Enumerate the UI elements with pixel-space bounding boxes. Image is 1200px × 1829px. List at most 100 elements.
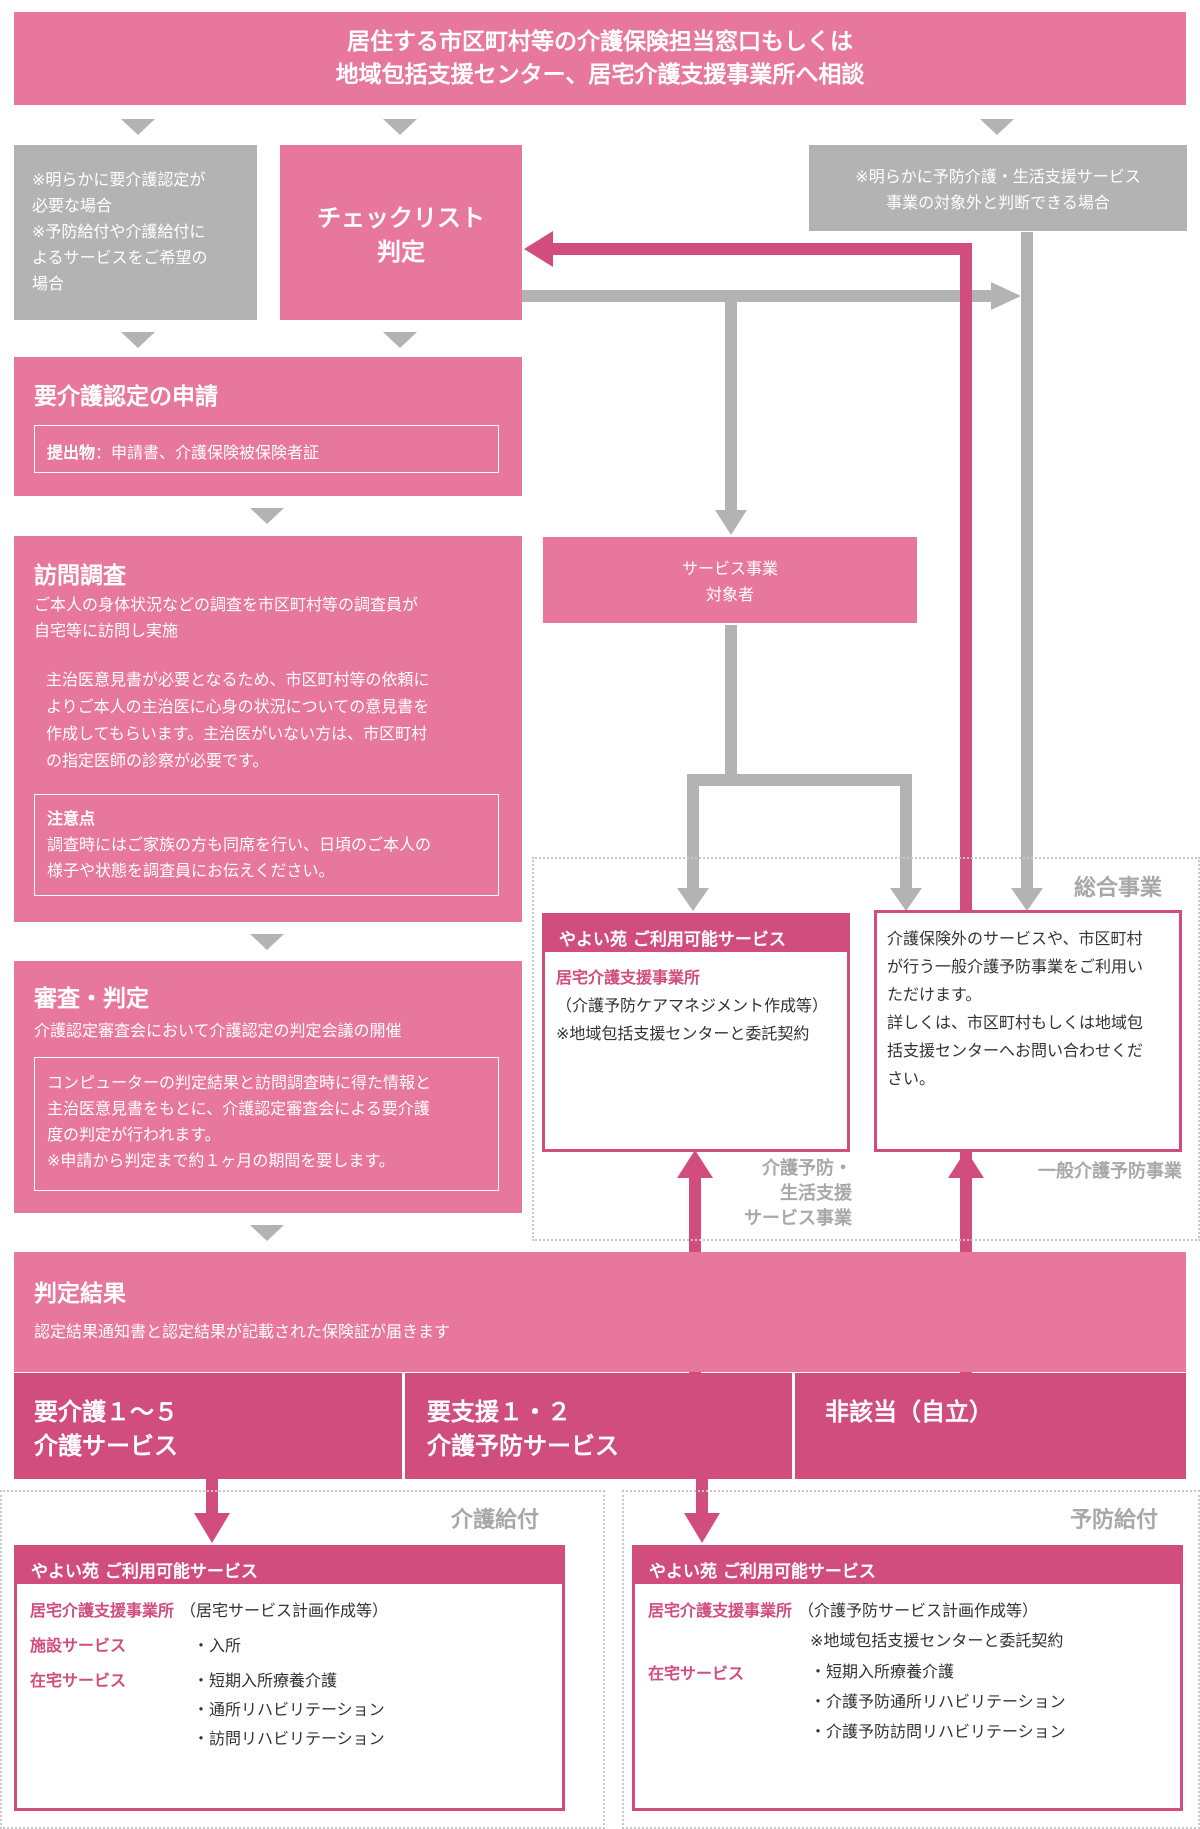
service-target-box: サービス事業 対象者 [543,537,917,623]
mid-caption-line: 介護予防・ [762,1158,852,1179]
care-home-item: ・訪問リハビリテーション [193,1729,385,1748]
general-line: 括支援センターへお問い合わせくだ [887,1041,1144,1060]
gray-right-note: ※明らかに予防介護・生活支援サービス 事業の対象外と判断できる場合 [809,145,1187,231]
down-arrow [121,119,155,135]
visit-desc-line: 自宅等に訪問し実施 [34,621,179,640]
visit-doctor-note: 主治医意見書が必要となるため、市区町村等の依頼に よりご本人の主治医に心身の状況… [46,666,430,774]
down-arrow [383,332,417,348]
support-level-box: 要支援１・２ 介護予防サービス [405,1373,792,1479]
top-banner-line1: 居住する市区町村等の介護保険担当窓口もしくは [347,29,853,55]
yayoi-mid-office: 居宅介護支援事業所 [556,968,701,987]
care-office-row: 居宅介護支援事業所 （居宅サービス計画作成等） [30,1597,388,1621]
independent-label: 非該当（自立） [825,1398,993,1426]
prevent-office: 居宅介護支援事業所 [648,1601,793,1620]
service-target-line2: 対象者 [705,585,754,604]
doctor-line: の指定医師の診察が必要です。 [46,751,269,770]
care-office: 居宅介護支援事業所 [30,1601,175,1620]
caution-line: 様子や状態を調査員にお伝えください。 [47,861,335,880]
visit-title: 訪問調査 [34,563,126,589]
arrowhead [677,888,709,911]
doctor-line: よりご本人の主治医に心身の状況についての意見書を [46,697,430,716]
arrowhead [890,888,922,911]
submit-label: 提出物 [47,443,96,462]
prevent-home-item: ・介護予防訪問リハビリテーション [810,1722,1066,1741]
review-detail-line: ※申請から判定まで約１ヶ月の期間を要します。 [47,1151,395,1170]
prevent-benefit-label: 予防給付 [1070,1508,1159,1533]
general-line: 詳しくは、市区町村もしくは地域包 [887,1013,1144,1032]
service-target-line1: サービス事業 [681,559,778,578]
arrowhead [677,1150,713,1178]
care-facility-item: ・入所 [193,1636,242,1655]
review-detail-box: コンピューターの判定結果と訪問調査時に得た情報と 主治医意見書をもとに、介護認定… [34,1057,499,1191]
review-detail-line: 主治医意見書をもとに、介護認定審査会による要介護 [47,1099,430,1118]
review-detail-line: 度の判定が行われます。 [47,1125,221,1144]
down-arrow [383,119,417,135]
arrowhead [948,1150,984,1178]
care-benefit-section [0,1490,605,1829]
care-level-box: 要介護１～５ 介護サービス [14,1373,402,1479]
down-arrow [250,1225,284,1241]
support-line1: 要支援１・２ [427,1398,571,1426]
prevent-home-item: ・介護予防通所リハビリテーション [810,1692,1066,1711]
doctor-line: 作成してもらいます。主治医がいない方は、市区町村 [46,724,428,743]
yayoi-mid-content: 居宅介護支援事業所 （介護予防ケアマネジメント作成等） ※地域包括支援センターと… [556,964,828,1048]
yayoi-mid-box: やよい苑 ご利用可能サービス 居宅介護支援事業所 （介護予防ケアマネジメント作成… [542,913,850,1152]
general-line: が行う一般介護予防事業をご利用い [887,957,1144,976]
general-section [532,857,1200,1241]
checklist-line2: 判定 [377,238,425,266]
checklist-box: チェックリスト 判定 [280,145,522,320]
yayoi-mid-line1: （介護予防ケアマネジメント作成等） [556,996,829,1015]
prevent-office-note: （介護予防サービス計画作成等） [798,1601,1039,1620]
prevent-home-items: ・短期入所療養介護 ・介護予防通所リハビリテーション ・介護予防訪問リハビリテー… [810,1657,1066,1747]
down-arrow [250,508,284,524]
review-detail-line: コンピューターの判定結果と訪問調査時に得た情報と [47,1073,432,1092]
independent-box: 非該当（自立） [795,1373,1186,1479]
gray-left-line: ※明らかに要介護認定が [32,170,206,189]
mid-caption-line: 生活支援 [780,1183,852,1204]
gray-left-note: ※明らかに要介護認定が 必要な場合 ※予防給付や介護給付に よるサービスをご希望… [14,145,257,320]
prevent-benefit-header: やよい苑 ご利用可能サービス [635,1548,1180,1584]
arrowhead [684,1513,720,1543]
review-title: 審査・判定 [34,986,149,1012]
gray-left-line: ※予防給付や介護給付に [32,222,206,241]
care-home-label: 在宅サービス [30,1671,127,1690]
mid-caption: 介護予防・ 生活支援 サービス事業 [700,1156,852,1231]
top-banner: 居住する市区町村等の介護保険担当窓口もしくは 地域包括支援センター、居宅介護支援… [14,12,1186,105]
checklist-line1: チェックリスト [317,204,485,232]
caution-box: 注意点 調査時にはご家族の方も同席を行い、日頃のご本人の 様子や状態を調査員にお… [34,794,499,896]
care-benefit-label: 介護給付 [451,1508,540,1533]
care-office-note: （居宅サービス計画作成等） [180,1601,389,1620]
caution-title: 注意点 [47,809,96,828]
prevent-home-label: 在宅サービス [648,1664,745,1683]
general-service-box: 介護保険外のサービスや、市区町村 が行う一般介護予防事業をご利用い ただけます。… [874,910,1182,1152]
general-line: ただけます。 [887,985,982,1004]
down-arrow [121,332,155,348]
care-home-items: ・短期入所療養介護 ・通所リハビリテーション ・訪問リハビリテーション [193,1666,385,1753]
prevent-benefit-section [622,1490,1200,1829]
gray-left-line: 場合 [32,274,65,293]
arrowhead [1011,888,1043,911]
care-benefit-box: やよい苑 ご利用可能サービス 居宅介護支援事業所（居宅サービス計画作成等） 施設… [14,1545,565,1811]
result-box: 判定結果 認定結果通知書と認定結果が記載された保険証が届きます [14,1252,1186,1372]
general-line: 介護保険外のサービスや、市区町村 [887,929,1143,948]
prevent-office-row: 居宅介護支援事業所 （介護予防サービス計画作成等） [648,1597,1038,1621]
prevent-benefit-box: やよい苑 ご利用可能サービス 居宅介護支援事業所（介護予防サービス計画作成等） … [632,1545,1183,1811]
visit-desc-line: ご本人の身体状況などの調査を市区町村等の調査員が [34,595,419,614]
down-arrow [250,934,284,950]
caution-line: 調査時にはご家族の方も同席を行い、日頃のご本人の [47,835,432,854]
prevent-office-note2: ※地域包括支援センターと委託契約 [810,1631,1064,1650]
care-home-item: ・短期入所療養介護 [193,1671,338,1690]
top-banner-line2: 地域包括支援センター、居宅介護支援事業所へ相談 [335,62,865,88]
doctor-line: 主治医意見書が必要となるため、市区町村等の依頼に [46,670,430,689]
prevent-home-item: ・短期入所療養介護 [810,1662,955,1681]
general-section-label: 総合事業 [1074,876,1163,901]
general-line: さい。 [887,1069,936,1088]
gray-right-line1: ※明らかに予防介護・生活支援サービス [855,167,1141,186]
result-title: 判定結果 [34,1281,126,1307]
result-desc: 認定結果通知書と認定結果が記載された保険証が届きます [34,1322,451,1341]
application-submit-box: 提出物：申請書、介護保険被保険者証 [34,425,499,473]
down-arrow [980,119,1014,135]
care-benefit-header: やよい苑 ご利用可能サービス [17,1548,562,1584]
yayoi-mid-header: やよい苑 ご利用可能サービス [545,916,847,952]
care-line2: 介護サービス [34,1432,178,1460]
